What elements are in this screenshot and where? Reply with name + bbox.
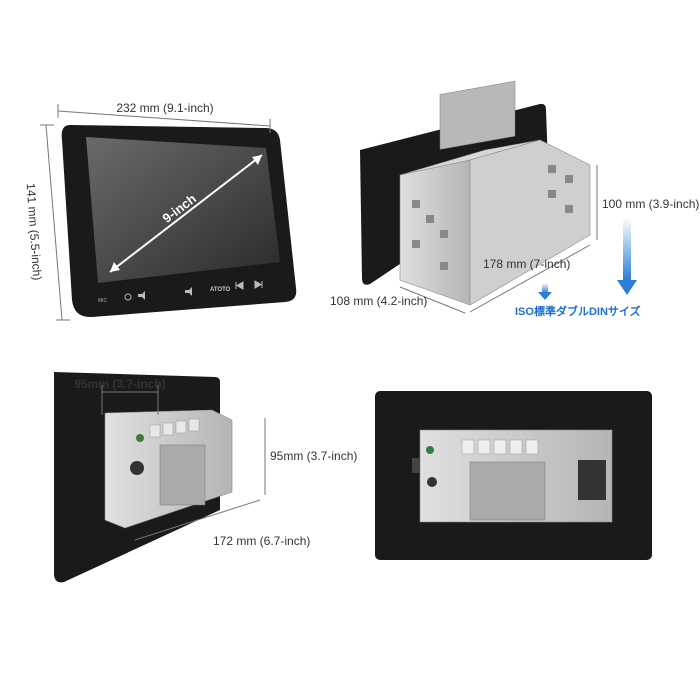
- din-chassis-front: [399, 159, 471, 306]
- mic-label: MIC: [98, 298, 108, 304]
- back-angle-height-label: 95mm (3.7-inch): [270, 449, 357, 463]
- volume-up-icon: [185, 287, 192, 296]
- iso-arrows: [538, 218, 637, 300]
- front-panel: 9-inch MIC ATOTO 232 mm (9.1-inch) 141 m…: [24, 101, 297, 321]
- din-chassis-side: [469, 139, 591, 306]
- front-width-dim-line: [57, 110, 271, 127]
- din-height-label: 100 mm (3.9-inch): [602, 197, 699, 211]
- back-flat-iso-socket: [578, 460, 606, 500]
- iso-arrow-large-head: [617, 280, 637, 295]
- diagonal-arrow-head-bottom: [110, 262, 120, 272]
- front-button-icons: [124, 280, 263, 301]
- back-flat-connectors: [461, 439, 539, 455]
- next-track-icon: [254, 280, 263, 289]
- back-angle-top-label: 95mm (3.7-inch): [74, 377, 165, 391]
- power-icon: [124, 293, 132, 301]
- din-width-dim-line: [399, 286, 466, 314]
- din-connectors: [439, 80, 516, 150]
- front-width-label: 232 mm (9.1-inch): [116, 101, 213, 115]
- volume-down-icon: [138, 291, 145, 300]
- back-flat-panel: [375, 391, 652, 560]
- back-angle-heatsink: [159, 444, 206, 506]
- back-angle-panel: 95mm (3.7-inch) 95mm (3.7-inch) 172 mm (…: [54, 372, 357, 583]
- front-height-dim-line: [45, 124, 63, 321]
- back-angle-depth-dim-line: [134, 499, 261, 541]
- diagonal-arrow: [109, 154, 263, 273]
- back-flat-heatsink: [469, 461, 546, 521]
- din-side-panel: 100 mm (3.9-inch) 178 mm (7-inch) 108 mm…: [330, 80, 699, 318]
- back-angle-depth-label: 172 mm (6.7-inch): [213, 534, 310, 548]
- back-angle-antenna-port: [130, 461, 144, 475]
- din-depth-label: 178 mm (7-inch): [483, 257, 570, 271]
- brand-logo: ATOTO: [210, 287, 231, 293]
- iso-label: ISO標準ダブルDINサイズ: [515, 304, 641, 318]
- diagonal-arrow-head-top: [252, 155, 262, 165]
- front-screen: [86, 137, 280, 283]
- front-height-label: 141 mm (5.5-inch): [24, 183, 45, 281]
- back-flat-antenna-port: [427, 477, 437, 487]
- din-width-label: 108 mm (4.2-inch): [330, 294, 427, 308]
- back-flat-green-port: [426, 446, 434, 454]
- din-depth-dim-line: [469, 244, 591, 313]
- back-angle-green-port: [136, 434, 144, 442]
- iso-arrow-small-shaft: [542, 283, 548, 293]
- back-flat-side-tab: [412, 458, 420, 473]
- back-angle-connectors: [149, 418, 200, 438]
- iso-arrow-large-shaft: [623, 218, 631, 280]
- prev-track-icon: [235, 281, 244, 290]
- din-cage-holes: [412, 165, 573, 270]
- iso-arrow-small-head: [538, 292, 552, 300]
